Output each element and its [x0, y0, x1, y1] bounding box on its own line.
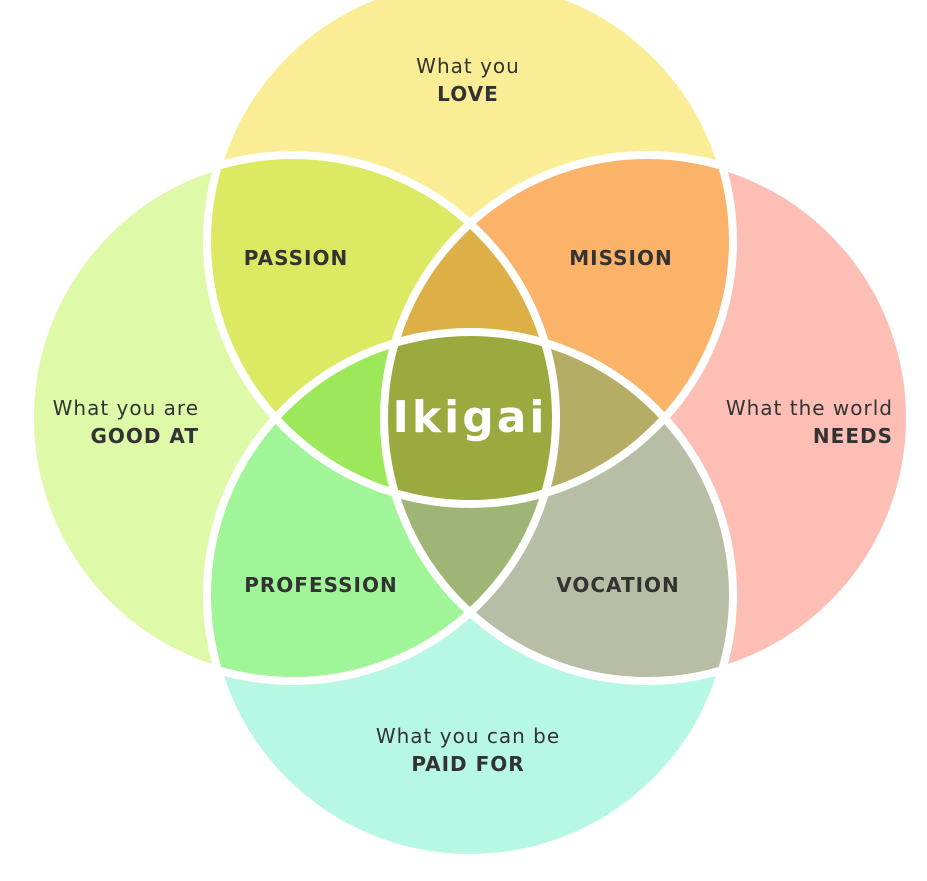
- love-label-line2: LOVE: [437, 82, 499, 106]
- circle-good-at-outline: [26, 151, 560, 685]
- needs-label-line1: What the world: [726, 396, 893, 420]
- good-at-label-line1: What you are: [53, 396, 199, 420]
- passion-label: PASSION: [244, 246, 348, 270]
- love-label-line1: What you: [416, 54, 520, 78]
- profession-label: PROFESSION: [244, 573, 397, 597]
- circle-paid-outline: [203, 328, 737, 862]
- circle-needs-outline: [380, 151, 914, 685]
- mission-label: MISSION: [569, 246, 672, 270]
- good-at-label-line2: GOOD AT: [90, 424, 199, 448]
- circle-love-outline: [203, 0, 737, 508]
- paid-label-line2: PAID FOR: [411, 752, 524, 776]
- vocation-label: VOCATION: [556, 573, 680, 597]
- needs-label-line2: NEEDS: [813, 424, 893, 448]
- paid-label-line1: What you can be: [376, 724, 560, 748]
- ikigai-title: Ikigai: [393, 392, 548, 443]
